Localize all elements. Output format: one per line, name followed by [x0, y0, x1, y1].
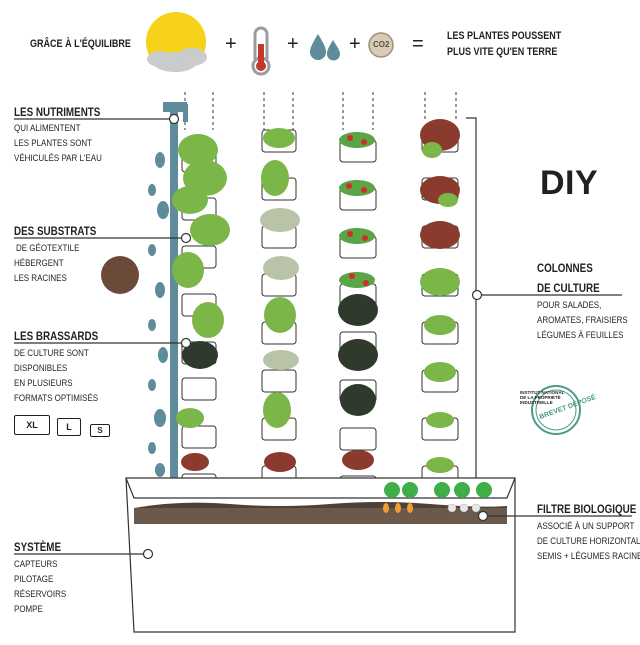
patent-stamp [531, 385, 581, 435]
water-pipe [163, 102, 188, 502]
nutriments-line-3: VÉHICULÉS PAR L'EAU [14, 153, 102, 164]
co2-label: CO2 [373, 40, 390, 49]
culture-column-1 [172, 134, 230, 497]
filtre-title: FILTRE BIOLOGIQUE [537, 502, 637, 516]
diy-title: DIY [540, 164, 599, 202]
header-result-line2: PLUS VITE QU'EN TERRE [447, 46, 558, 58]
plus-sign-3: + [349, 33, 361, 55]
brassards-line-1: DE CULTURE SONT [14, 348, 89, 359]
colonnes-title-1: COLONNES [537, 261, 593, 275]
culture-column-2 [260, 128, 300, 489]
size-l-badge: L [57, 418, 81, 436]
header-result-line1: LES PLANTES POUSSENT [447, 30, 562, 42]
filtre-line-3: SEMIS + LÉGUMES RACINES [537, 551, 640, 562]
thermometer-icon [251, 26, 271, 76]
nutriments-title: LES NUTRIMENTS [14, 105, 101, 119]
substrats-line-1: DE GÉOTEXTILE [16, 243, 80, 254]
brassards-line-2: DISPONIBLES [14, 363, 68, 374]
plus-sign-2: + [287, 33, 299, 55]
header-intro: GRÂCE À L'ÉQUILIBRE [30, 38, 131, 50]
brassards-title: LES BRASSARDS [14, 329, 99, 343]
horizontal-seedlings [383, 482, 492, 513]
systeme-line-1: CAPTEURS [14, 559, 58, 570]
nutriments-line-1: QUI ALIMENTENT [14, 123, 81, 134]
substrats-title: DES SUBSTRATS [14, 224, 97, 238]
sun-cloud-icon [146, 12, 207, 72]
co2-icon [368, 32, 394, 58]
stamp-institute-line-2: DE LA PROPRIÉTÉ [520, 395, 561, 400]
water-drops-icon [310, 34, 340, 61]
systeme-line-2: PILOTAGE [14, 574, 54, 585]
substrate-disc [101, 256, 139, 294]
stamp-institute-line-1: INSTITUT NATIONAL [520, 390, 565, 395]
filtre-line-1: ASSOCIÉ À UN SUPPORT [537, 521, 635, 532]
nutriments-line-2: LES PLANTES SONT [14, 138, 93, 149]
brassards-line-4: FORMATS OPTIMISÉS [14, 393, 99, 404]
size-xl-badge: XL [14, 415, 50, 435]
brassards-line-3: EN PLUSIEURS [14, 378, 73, 389]
stamp-institute-line-3: INDUSTRIELLE [520, 400, 553, 405]
substrats-line-3: LES RACINES [14, 273, 67, 284]
size-s-badge: S [90, 424, 110, 437]
falling-water-drops [148, 152, 169, 477]
substrats-line-2: HÉBERGENT [14, 258, 64, 269]
colonnes-line-1: POUR SALADES, [537, 300, 602, 311]
colonnes-line-3: LÉGUMES À FEUILLES [537, 330, 624, 341]
plus-sign-1: + [225, 33, 237, 55]
culture-column-3 [338, 132, 378, 499]
culture-column-4 [420, 119, 460, 489]
colonnes-line-2: AROMATES, FRAISIERS [537, 315, 628, 326]
equals-sign: = [412, 33, 424, 55]
reservoir-tray [125, 477, 516, 633]
systeme-line-3: RÉSERVOIRS [14, 589, 67, 600]
stamp-institute: INSTITUT NATIONAL DE LA PROPRIÉTÉ INDUST… [520, 390, 564, 405]
systeme-line-4: POMPE [14, 604, 43, 615]
colonnes-title-2: DE CULTURE [537, 281, 600, 295]
filtre-line-2: DE CULTURE HORIZONTALE [537, 536, 640, 547]
systeme-title: SYSTÈME [14, 540, 62, 554]
